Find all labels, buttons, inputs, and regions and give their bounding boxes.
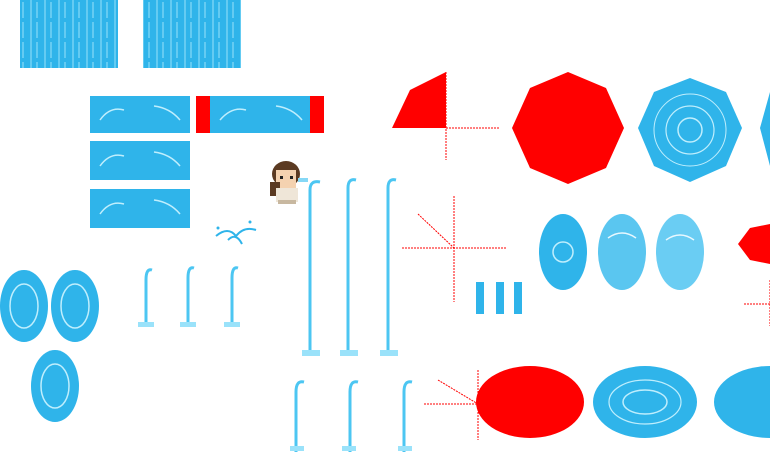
red-marker-ellipse — [476, 366, 584, 438]
red-marker-right — [310, 96, 324, 133]
red-marker-edge — [738, 224, 770, 264]
waterfall-tile — [20, 0, 118, 68]
pool-tile-group — [90, 96, 324, 228]
waterfall-tile-group — [20, 0, 241, 68]
red-marker-group — [392, 72, 770, 440]
puddle-group-mid — [539, 214, 704, 290]
waterfall-tile — [143, 0, 241, 68]
red-marker-left — [196, 96, 210, 133]
blue-bar-group — [476, 282, 522, 314]
character-sprite — [270, 161, 308, 204]
puddle-group-left — [0, 270, 99, 422]
red-marker-quarter — [392, 72, 446, 128]
small-jet-group — [144, 266, 239, 326]
pool-rings — [593, 78, 770, 438]
pool-tile-marked — [196, 96, 324, 133]
tall-jet-group — [308, 178, 397, 356]
water-splash-icon — [215, 220, 257, 245]
red-marker-octagon — [512, 72, 624, 184]
bottom-jet-group — [294, 380, 413, 452]
